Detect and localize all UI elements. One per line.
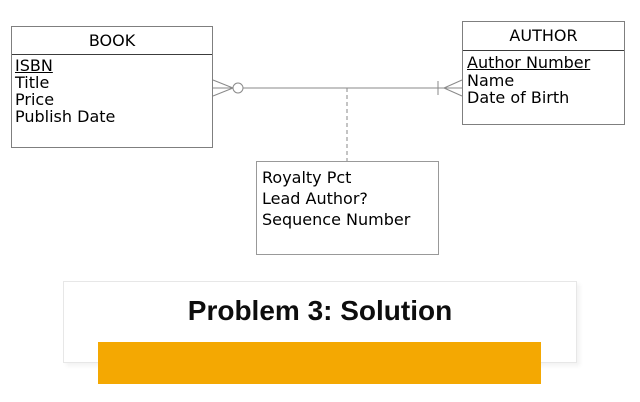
entity-book: BOOK ISBN Title Price Publish Date — [11, 26, 213, 148]
associative-attributes-box: Royalty Pct Lead Author? Sequence Number — [256, 161, 439, 255]
attribute-name: Name — [467, 70, 515, 90]
attribute-sequence-number: Sequence Number — [262, 210, 411, 229]
attribute-royalty-pct: Royalty Pct — [262, 168, 352, 187]
attribute-title: Title — [15, 73, 50, 92]
attribute-isbn: ISBN — [15, 56, 53, 75]
entity-author: AUTHOR Author Number Name Date of Birth — [462, 21, 625, 125]
attribute-author-number: Author Number — [467, 53, 591, 72]
book-end-zero-or-many-icon — [212, 79, 244, 97]
author-end-one-or-many-icon — [437, 79, 463, 97]
entity-book-attributes: ISBN Title Price Publish Date — [12, 55, 212, 125]
attribute-publish-date: Publish Date — [15, 107, 116, 126]
entity-book-header: BOOK — [12, 27, 212, 55]
relationship-connector-svg — [212, 79, 463, 161]
caption-title: Problem 3: Solution — [187, 295, 453, 326]
entity-author-attributes: Author Number Name Date of Birth — [463, 51, 624, 107]
accent-bar — [98, 342, 541, 384]
attribute-lead-author: Lead Author? — [262, 189, 368, 208]
attribute-price: Price — [15, 90, 55, 109]
attribute-date-of-birth: Date of Birth — [467, 88, 570, 107]
entity-author-header: AUTHOR — [463, 22, 624, 51]
